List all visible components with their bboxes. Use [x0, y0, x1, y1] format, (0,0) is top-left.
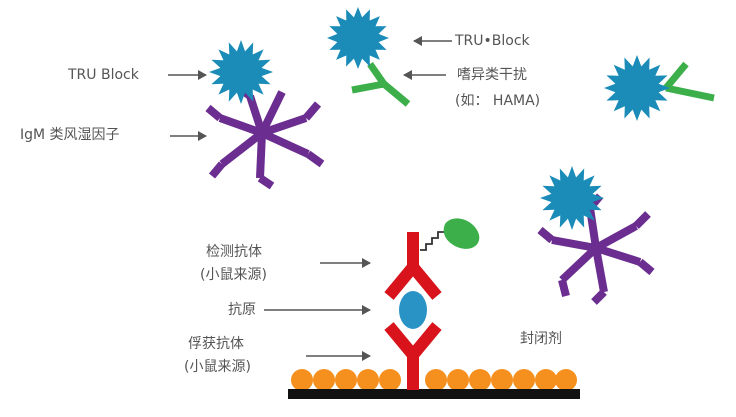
pointer-arrows: [168, 36, 452, 361]
detection-antibody-icon: [384, 232, 442, 300]
label-heterophilic: 嗜异类干扰: [457, 67, 527, 83]
tru-block-icon-bottom-right: [540, 166, 604, 230]
label-tru-block-top: TRU•Block: [455, 33, 530, 49]
blocking-agent-beads: [291, 369, 577, 391]
tru-block-icon-top: [327, 7, 389, 69]
label-antigen: 抗原: [228, 302, 256, 318]
label-blocking-agent: 封闭剂: [520, 331, 562, 347]
tru-block-icon-right: [604, 55, 670, 121]
label-detection-antibody-source: (小鼠来源): [200, 267, 267, 283]
label-capture-antibody-source: (小鼠来源): [184, 359, 251, 375]
tru-block-icon: [209, 40, 273, 104]
antigen-icon: [399, 291, 427, 329]
igm-rheumatoid-factor-icon: [205, 82, 325, 190]
label-detection-antibody: 检测抗体: [206, 244, 262, 260]
linker-icon: [420, 231, 444, 251]
label-igm-rf: IgM 类风湿因子: [20, 127, 120, 143]
hama-antibody-icon: [351, 61, 411, 107]
solid-surface: [288, 389, 580, 399]
enzyme-label-icon: [443, 218, 480, 249]
label-heterophilic-example: (如： HAMA): [455, 93, 541, 109]
label-tru-block-left: TRU Block: [68, 67, 139, 83]
capture-antibody-icon: [384, 322, 442, 390]
label-capture-antibody: 俘获抗体: [188, 336, 244, 352]
hama-antibody-icon-right: [663, 61, 715, 102]
